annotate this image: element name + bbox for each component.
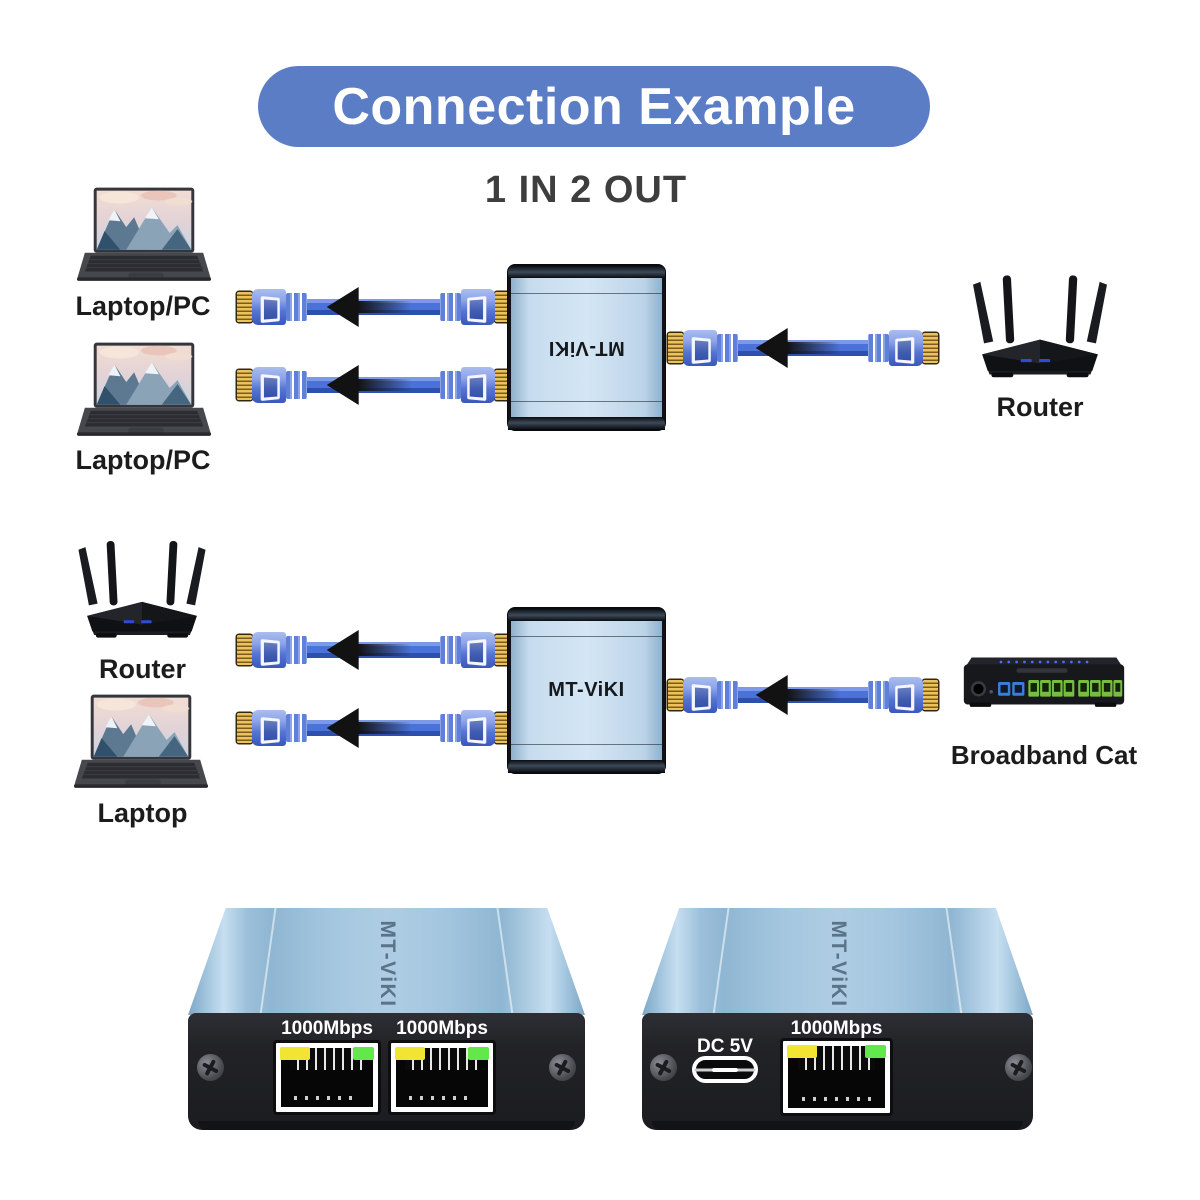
laptop-image (76, 342, 212, 437)
product-photo-front: MT-ViKI DC 5V 1000Mbps (642, 908, 1033, 1130)
rj45-plug-icon (495, 292, 510, 322)
rj45-port (388, 1040, 496, 1115)
rj45-plug-icon (237, 635, 252, 665)
splitter-brand-label: MT-ViKI (548, 679, 625, 701)
ethernet-cable (237, 708, 510, 748)
product-front-panel (188, 1013, 585, 1130)
rj45-port (273, 1040, 381, 1115)
broadband-cat-image (962, 656, 1126, 709)
router-image (973, 275, 1107, 378)
laptop-image (73, 694, 209, 789)
direction-arrow-icon (326, 365, 412, 405)
led-yellow-icon (395, 1047, 425, 1060)
direction-arrow-icon (326, 287, 412, 327)
device-label: Laptop/PC (75, 291, 211, 321)
ethernet-cable (668, 675, 938, 715)
direction-arrow-icon (755, 328, 842, 368)
ethernet-cable (237, 365, 510, 405)
rj45-port (780, 1038, 893, 1116)
ethernet-cable (237, 630, 510, 670)
ethernet-cable (237, 287, 510, 327)
led-yellow-icon (280, 1047, 310, 1060)
led-green-icon (865, 1045, 886, 1058)
product-top-case (188, 908, 585, 1015)
device-label: Router (99, 654, 186, 684)
port-speed-label: 1000Mbps (790, 1018, 883, 1039)
subtitle: 1 IN 2 OUT (484, 169, 688, 211)
laptop-image (76, 187, 212, 282)
device-label: Broadband Cat (950, 740, 1138, 770)
led-green-icon (468, 1047, 489, 1060)
rj45-plug-icon (495, 635, 510, 665)
splitter-brand-label: MT-ViKI (548, 337, 625, 359)
led-yellow-icon (787, 1045, 817, 1058)
router-image (78, 540, 206, 638)
device-label: Laptop (97, 798, 188, 828)
screw-icon (650, 1054, 677, 1081)
product-top-case (642, 908, 1033, 1015)
port-speed-label: 1000Mbps (281, 1018, 373, 1039)
rj45-plug-icon (668, 333, 683, 363)
rj45-plug-icon (237, 370, 252, 400)
splitter-device: MT-ViKI (508, 265, 665, 430)
screw-icon (197, 1054, 224, 1081)
title-banner: Connection Example (258, 66, 930, 147)
rj45-plug-icon (668, 680, 683, 710)
direction-arrow-icon (326, 630, 412, 670)
splitter-device: MT-ViKI (508, 608, 665, 773)
led-green-icon (353, 1047, 374, 1060)
port-speed-label: 1000Mbps (396, 1018, 488, 1039)
product-brand-label: MT-ViKI (375, 920, 399, 1008)
device-label: Router (996, 392, 1084, 422)
direction-arrow-icon (326, 708, 412, 748)
rj45-plug-icon (495, 713, 510, 743)
rj45-plug-icon (237, 713, 252, 743)
ethernet-cable (668, 328, 938, 368)
rj45-plug-icon (495, 370, 510, 400)
usb-c-port (692, 1056, 758, 1083)
screw-icon (549, 1054, 576, 1081)
page-title: Connection Example (332, 77, 856, 136)
power-label: DC 5V (697, 1036, 753, 1057)
product-photo-rear: MT-ViKI 1000Mbps 1000Mbps (188, 908, 585, 1130)
product-brand-label: MT-ViKI (826, 920, 850, 1008)
device-label: Laptop/PC (75, 445, 211, 475)
rj45-plug-icon (923, 333, 938, 363)
direction-arrow-icon (755, 675, 842, 715)
rj45-plug-icon (237, 292, 252, 322)
screw-icon (1005, 1054, 1032, 1081)
rj45-plug-icon (923, 680, 938, 710)
